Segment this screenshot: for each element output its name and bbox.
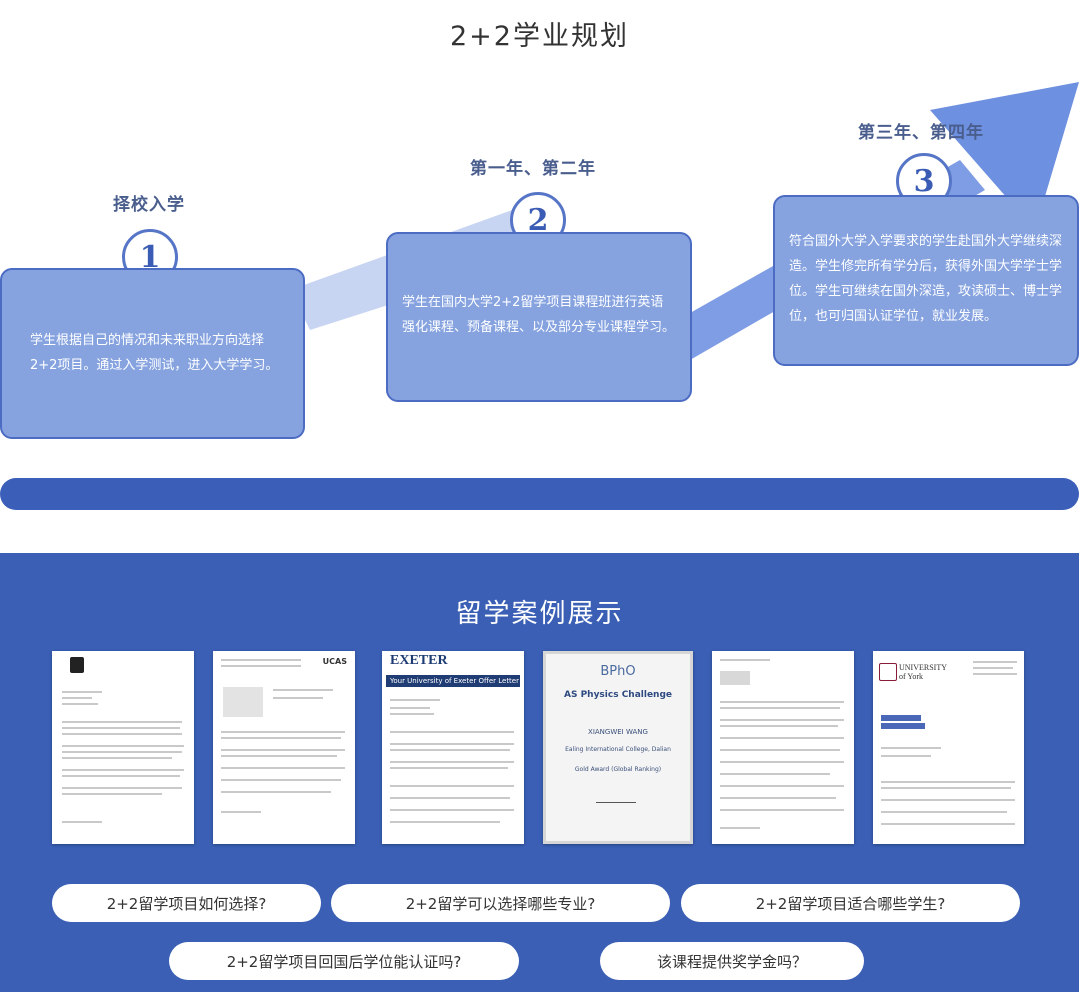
step-3-box: 符合国外大学入学要求的学生赴国外大学继续深造。学生修完所有学分后，获得外国大学学…: [773, 195, 1079, 366]
divider-bar: [0, 478, 1079, 510]
exeter-banner: Your University of Exeter Offer Letter: [386, 675, 520, 687]
bpho-name: XIANGWEI WANG: [588, 728, 648, 736]
step-3-heading: 第三年、第四年: [858, 123, 984, 143]
faq-label: 2+2留学项目适合哪些学生?: [755, 894, 946, 913]
cases-section: 留学案例展示 UCAS EXETER Yo: [0, 553, 1079, 992]
bpho-school: Ealing International College, Dalian: [565, 746, 671, 753]
faq-pill-degree-certification[interactable]: 2+2留学项目回国后学位能认证吗?: [169, 942, 519, 980]
step-2-box: 学生在国内大学2+2留学项目课程班进行英语强化课程、预备课程、以及部分专业课程学…: [386, 232, 692, 402]
bpho-award: Gold Award (Global Ranking): [574, 766, 662, 773]
step-3-text: 符合国外大学入学要求的学生赴国外大学继续深造。学生修完所有学分后，获得外国大学学…: [789, 234, 1063, 324]
page-title: 2+2学业规划: [450, 21, 629, 52]
step-1-text: 学生根据自己的情况和未来职业方向选择2+2项目。通过入学测试，进入大学学习。: [30, 333, 279, 373]
step-1-box: 学生根据自己的情况和未来职业方向选择2+2项目。通过入学测试，进入大学学习。: [0, 268, 305, 439]
cases-title: 留学案例展示: [455, 599, 624, 629]
faq-label: 2+2留学项目如何选择?: [106, 894, 267, 913]
york-logo: UNIVERSITY of York: [899, 663, 947, 681]
step-1-heading: 择校入学: [113, 195, 185, 215]
faq-pill-majors[interactable]: 2+2留学可以选择哪些专业?: [331, 884, 670, 922]
york-crest-icon: [879, 663, 897, 681]
arrow-head: [930, 82, 1079, 230]
bpho-logo: BPhO: [600, 664, 636, 679]
faq-label: 2+2留学可以选择哪些专业?: [405, 894, 596, 913]
bpho-title: AS Physics Challenge: [563, 690, 673, 700]
faq-label: 2+2留学项目回国后学位能认证吗?: [226, 952, 462, 971]
step-2-text: 学生在国内大学2+2留学项目课程班进行英语强化课程、预备课程、以及部分专业课程学…: [402, 295, 676, 335]
ucas-logo: UCAS: [322, 657, 347, 666]
offer-letter-york[interactable]: UNIVERSITY of York: [873, 651, 1024, 844]
signature: [596, 794, 636, 803]
faq-label: 该课程提供奖学金吗？: [656, 952, 807, 971]
offer-letter-exeter[interactable]: EXETER Your University of Exeter Offer L…: [382, 651, 524, 844]
exeter-logo: EXETER: [390, 653, 448, 668]
certificate-bpho[interactable]: BPhO AS Physics Challenge XIANGWEI WANG …: [543, 651, 693, 844]
faq-pill-scholarship[interactable]: 该课程提供奖学金吗？: [600, 942, 864, 980]
faq-pill-how-to-choose[interactable]: 2+2留学项目如何选择?: [52, 884, 321, 922]
crest-icon: [70, 657, 84, 673]
faq-pill-suitable-students[interactable]: 2+2留学项目适合哪些学生?: [681, 884, 1020, 922]
offer-letter-1[interactable]: [52, 651, 194, 844]
offer-letter-5[interactable]: [712, 651, 854, 844]
step-2-heading: 第一年、第二年: [470, 159, 596, 179]
offer-letter-ucas[interactable]: UCAS: [213, 651, 355, 844]
